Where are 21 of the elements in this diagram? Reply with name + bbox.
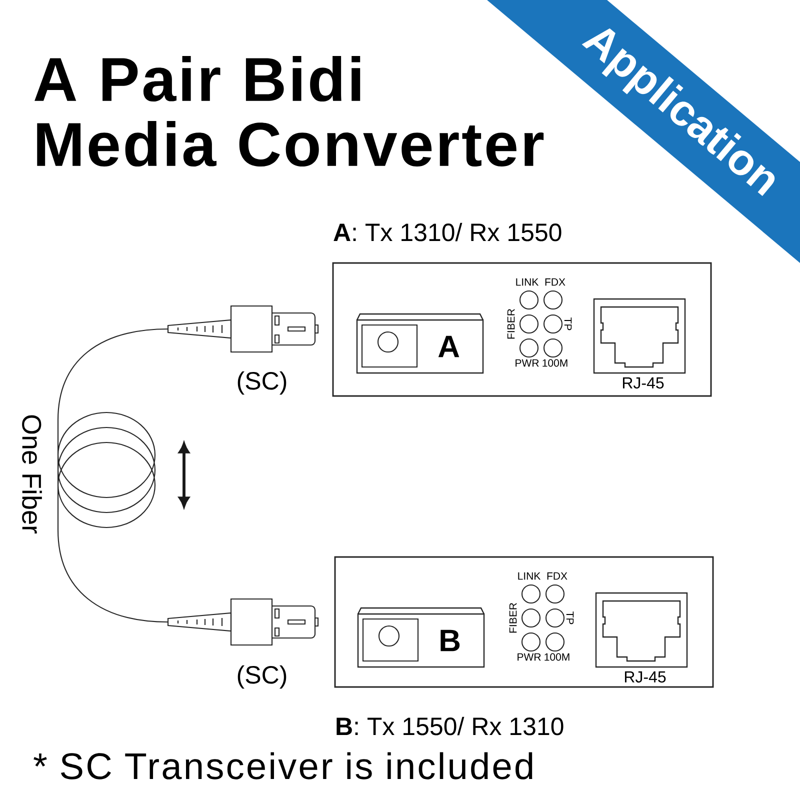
port-label: RJ-45 <box>624 671 666 683</box>
caption: * SC Transceiver is included <box>34 752 532 780</box>
edge-label: One Fiber <box>22 415 42 534</box>
connector-label: (SC) <box>238 371 286 395</box>
port-label: RJ-45 <box>622 377 664 389</box>
device-heading: B: Tx 1550/ Rx 1310 <box>336 716 564 736</box>
connector-label: (SC) <box>238 665 286 689</box>
led-label: LINK <box>516 278 539 286</box>
sc-port: B <box>357 607 485 668</box>
led-label: PWR <box>518 653 541 661</box>
led-label: FDX <box>545 278 566 286</box>
led-label: FDX <box>547 572 568 580</box>
led-label: FIBER <box>509 603 517 633</box>
led-label: LINK <box>518 572 541 580</box>
led-label: 100M <box>544 653 570 661</box>
sc-port: A <box>356 313 484 374</box>
led-label: 100M <box>542 359 568 367</box>
led-label: PWR <box>516 359 539 367</box>
led-label: FIBER <box>507 309 515 339</box>
led-label: TP <box>564 318 572 330</box>
led-label: TP <box>566 612 574 624</box>
